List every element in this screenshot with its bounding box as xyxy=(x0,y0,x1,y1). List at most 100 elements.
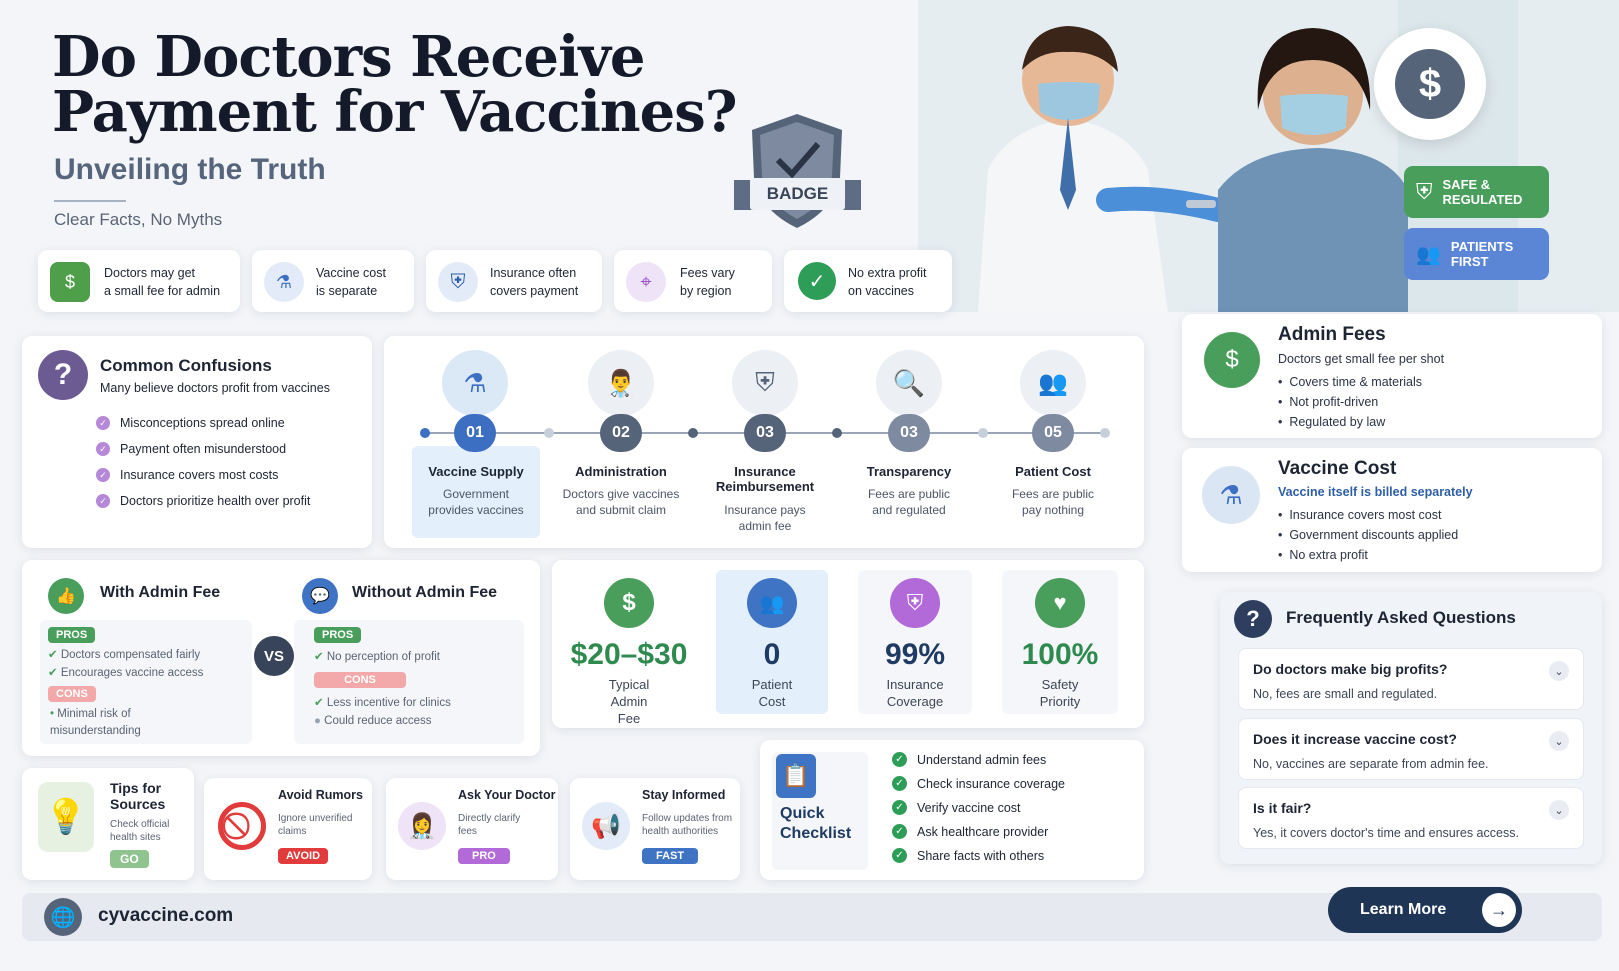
fact-line: Vaccine cost xyxy=(316,266,386,280)
fact-line: covers payment xyxy=(490,284,579,298)
timeline-dot xyxy=(1100,428,1110,438)
fact-line: a small fee for admin xyxy=(104,284,221,298)
tag-patients-text: PATIENTS FIRST xyxy=(1450,239,1514,269)
doctor-icon: 👩‍⚕ xyxy=(398,802,446,850)
list-item: • Not profit-driven xyxy=(1278,395,1379,409)
list-item-text: Insurance covers most cost xyxy=(1289,508,1442,522)
step-number: 03 xyxy=(744,414,786,452)
confusions-title: Common Confusions xyxy=(100,356,272,375)
faq-question: Do doctors make big profits? xyxy=(1253,661,1448,677)
tips-card: 💡 Tips for Sources Check official health… xyxy=(22,768,194,880)
faq-item[interactable]: Does it increase vaccine cost? No, vacci… xyxy=(1238,718,1584,780)
list-item: • Minimal risk of misunderstanding xyxy=(50,706,200,740)
stat-item: $ $20–$30 Typical Admin Fee xyxy=(564,570,694,726)
fact-card: ⚗ Vaccine cost is separate xyxy=(252,250,414,312)
tip-badge[interactable]: PRO xyxy=(458,848,510,864)
checklist-item: ✓ Understand admin fees xyxy=(892,752,1065,767)
question-icon: ? xyxy=(1234,600,1272,638)
step-desc: Insurance pays admin fee xyxy=(724,503,806,533)
checklist-item: ✓Ask healthcare provider xyxy=(892,824,1065,839)
arrow-right-icon: → xyxy=(1482,893,1516,927)
list-item-text: Doctors compensated fairly xyxy=(60,649,201,661)
step-number: 01 xyxy=(454,414,496,452)
admin-fees-subtitle: Doctors get small fee per shot xyxy=(1278,352,1445,366)
vaccine-cost-card: ⚗ Vaccine Cost Vaccine itself is billed … xyxy=(1182,448,1602,572)
chevron-down-icon[interactable]: ⌄ xyxy=(1549,800,1569,820)
money-document-icon: $ xyxy=(1204,332,1260,388)
list-item-text: Could reduce access xyxy=(324,715,432,727)
stat-value: 0 xyxy=(763,638,781,671)
dollar-badge-icon: $ xyxy=(1374,28,1486,140)
subtitle: Unveiling the Truth xyxy=(54,153,326,186)
list-item: • Government discounts applied xyxy=(1278,528,1459,542)
timeline-dot xyxy=(688,428,698,438)
tip-badge[interactable]: AVOID xyxy=(278,848,329,864)
checklist-title: Quick Checklist xyxy=(780,805,852,842)
admin-fees-title: Admin Fees xyxy=(1278,324,1386,345)
footer-site-link[interactable]: cyvaccine.com xyxy=(98,905,234,926)
with-fee-title: With Admin Fee xyxy=(100,584,221,601)
step-title: Vaccine Supply xyxy=(428,464,524,479)
step-title: Administration xyxy=(575,464,667,479)
list-item: ✓Misconceptions spread online xyxy=(96,416,310,430)
faq-question: Does it increase vaccine cost? xyxy=(1253,731,1457,747)
check-icon: ✔ xyxy=(48,667,58,679)
tip-desc: Follow updates from health authorities xyxy=(642,813,733,837)
location-pin-icon: ⌖ xyxy=(626,262,666,302)
go-badge[interactable]: GO xyxy=(110,850,149,868)
chevron-down-icon[interactable]: ⌄ xyxy=(1549,661,1569,681)
list-item: ✔ Encourages vaccine access xyxy=(48,664,203,682)
timeline-dot xyxy=(978,428,988,438)
with-pros-list: ✔ Doctors compensated fairly ✔ Encourage… xyxy=(48,646,203,682)
chevron-down-icon[interactable]: ⌄ xyxy=(1549,731,1569,751)
question-icon: ? xyxy=(38,350,88,400)
bullet-icon: ● xyxy=(314,715,321,727)
list-item: • Insurance covers most cost xyxy=(1278,508,1442,522)
check-icon: ✓ xyxy=(892,800,907,815)
vial-icon: ⚗ xyxy=(264,262,304,302)
fact-line: Insurance often xyxy=(490,266,577,280)
no-sign-icon: ⃠ xyxy=(218,802,266,850)
tag-patients-first: 👥 PATIENTS FIRST xyxy=(1404,228,1549,280)
admin-fees-card: $ Admin Fees Doctors get small fee per s… xyxy=(1182,314,1602,438)
list-item-text: Encourages vaccine access xyxy=(60,667,204,679)
step-desc: Fees are public pay nothing xyxy=(1011,487,1095,517)
vaccine-cost-list: • Insurance covers most cost • Governmen… xyxy=(1278,505,1458,565)
vial-icon: ⚗ xyxy=(442,350,508,416)
faq-answer: No, fees are small and regulated. xyxy=(1253,687,1438,701)
faq-item[interactable]: Do doctors make big profits? No, fees ar… xyxy=(1238,648,1584,710)
tip-desc: Directly clarify fees xyxy=(458,813,521,837)
cons-badge: CONS xyxy=(48,686,96,702)
people-icon: 👥 xyxy=(1416,243,1441,266)
confusions-list: ✓Misconceptions spread online ✓Payment o… xyxy=(96,416,310,508)
stats-card: $ $20–$30 Typical Admin Fee 👥 0 Patient … xyxy=(552,560,1144,728)
checklist-item-text: Understand admin fees xyxy=(917,752,1047,767)
check-icon: ✓ xyxy=(892,752,907,767)
faq-title: Frequently Asked Questions xyxy=(1286,608,1516,627)
step-desc: Doctors give vaccines and submit claim xyxy=(562,487,680,517)
list-item-text: Payment often misunderstood xyxy=(120,442,287,456)
list-item: • Covers time & materials xyxy=(1278,375,1423,389)
speech-bubble-icon: 💬 xyxy=(302,578,338,614)
tip-badge[interactable]: FAST xyxy=(642,848,699,864)
step-number: 02 xyxy=(600,414,642,452)
checklist-item-text: Share facts with others xyxy=(917,848,1045,863)
fact-card: ⛨ Insurance often covers payment xyxy=(426,250,602,312)
shield-icon: ⛨ xyxy=(890,578,940,628)
without-pros-list: ✔ No perception of profit xyxy=(314,648,440,666)
faq-item[interactable]: Is it fair? Yes, it covers doctor's time… xyxy=(1238,787,1584,849)
tip-title: Stay Informed xyxy=(642,788,726,802)
learn-more-button[interactable]: Learn More → xyxy=(1328,887,1522,933)
tip-desc: Ignore unverified claims xyxy=(278,813,353,837)
cons-badge: CONS xyxy=(314,672,406,688)
fact-line: is separate xyxy=(316,284,378,298)
list-item: • Regulated by law xyxy=(1278,415,1386,429)
stat-value: $20–$30 xyxy=(570,638,688,671)
vaccine-cost-subtitle: Vaccine itself is billed separately xyxy=(1278,485,1473,499)
shield-icon: ⛨ xyxy=(438,262,478,302)
list-item-text: Doctors prioritize health over profit xyxy=(120,494,311,508)
fact-line: Fees vary xyxy=(680,266,735,280)
checklist-list: ✓Understand admin fees ✓Check insurance … xyxy=(892,752,1065,863)
